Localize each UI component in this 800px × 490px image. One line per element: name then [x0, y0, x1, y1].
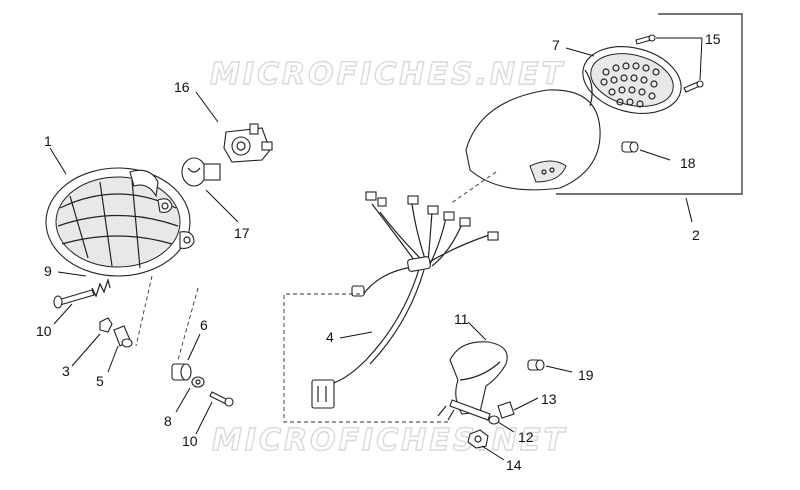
callouts: 1 2 3 4 5 6 7 8 9 10 10 11 12 13 14 15 1…	[36, 31, 721, 473]
watermark-top: MICROFICHES.NET	[210, 57, 565, 92]
headlight	[45, 167, 195, 277]
callout-12: 12	[518, 429, 534, 445]
tail-light	[465, 46, 682, 191]
callout-8: 8	[164, 413, 172, 429]
tail-light-screws	[635, 34, 704, 93]
callout-13: 13	[541, 391, 557, 407]
screw-and-spring	[53, 277, 111, 309]
plate-bulb	[527, 359, 545, 371]
callout-2: 2	[692, 227, 700, 243]
callout-9: 9	[44, 263, 52, 279]
callout-1: 1	[44, 133, 52, 149]
wiring-harness	[311, 191, 499, 409]
plate-light	[437, 341, 508, 421]
watermark-bottom: MICROFICHES.NET	[212, 423, 567, 458]
bulb-socket	[223, 123, 273, 163]
callout-18: 18	[680, 155, 696, 171]
callout-19: 19	[578, 367, 594, 383]
callout-3: 3	[62, 363, 70, 379]
grommet-washer-screw	[171, 363, 234, 407]
nut-and-spacer	[99, 317, 133, 348]
callout-10-left: 10	[36, 323, 52, 339]
callout-15: 15	[705, 31, 721, 47]
headlight-bulb	[181, 157, 221, 187]
callout-11: 11	[454, 311, 469, 327]
tail-bulb	[621, 141, 639, 153]
leader-lines	[49, 37, 703, 461]
callout-17: 17	[234, 225, 250, 241]
callout-16: 16	[174, 79, 190, 95]
callout-10-bottom: 10	[182, 433, 198, 449]
callout-6: 6	[200, 317, 208, 333]
led-array	[600, 62, 660, 108]
callout-5: 5	[96, 373, 104, 389]
plate-light-hardware	[467, 401, 515, 449]
callout-7: 7	[552, 37, 560, 53]
callout-14: 14	[506, 457, 522, 473]
callout-4: 4	[326, 329, 334, 345]
